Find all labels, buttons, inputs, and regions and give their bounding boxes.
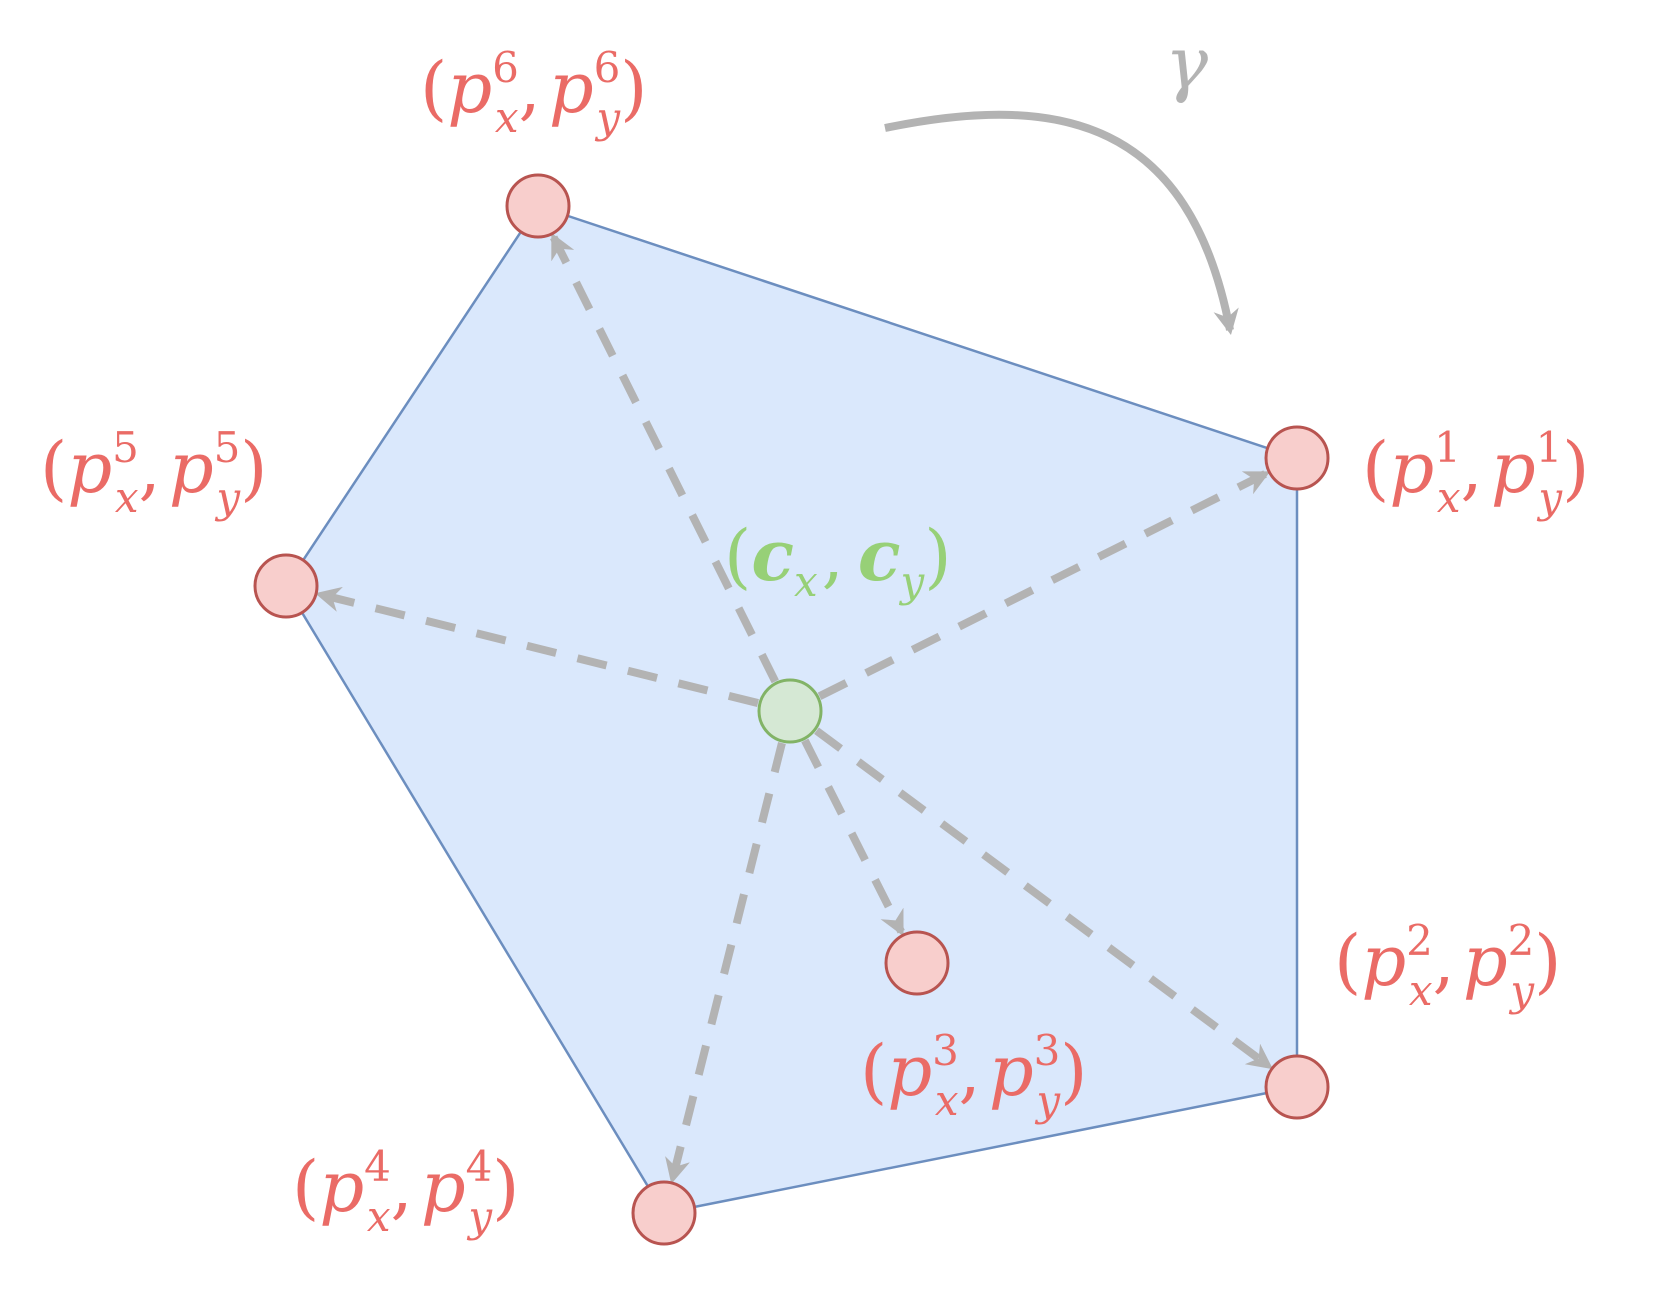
point-p6 [505,173,571,239]
arrow-center-to-p5 [315,586,759,707]
arrow-center-to-p2 [814,727,1273,1070]
arrow-center-to-p3 [801,738,905,937]
arrow-center-to-p4 [665,742,786,1185]
point-p5 [253,553,319,619]
center-point [757,678,823,744]
rotation-symbol: γ [1165,21,1209,105]
point-p3 [884,930,950,996]
point-p1 [1264,425,1330,491]
rotation-arrow [884,110,1239,336]
point-p2 [1264,1054,1330,1120]
point-p4 [631,1180,697,1246]
label-center: (cx,cy) [724,514,952,606]
